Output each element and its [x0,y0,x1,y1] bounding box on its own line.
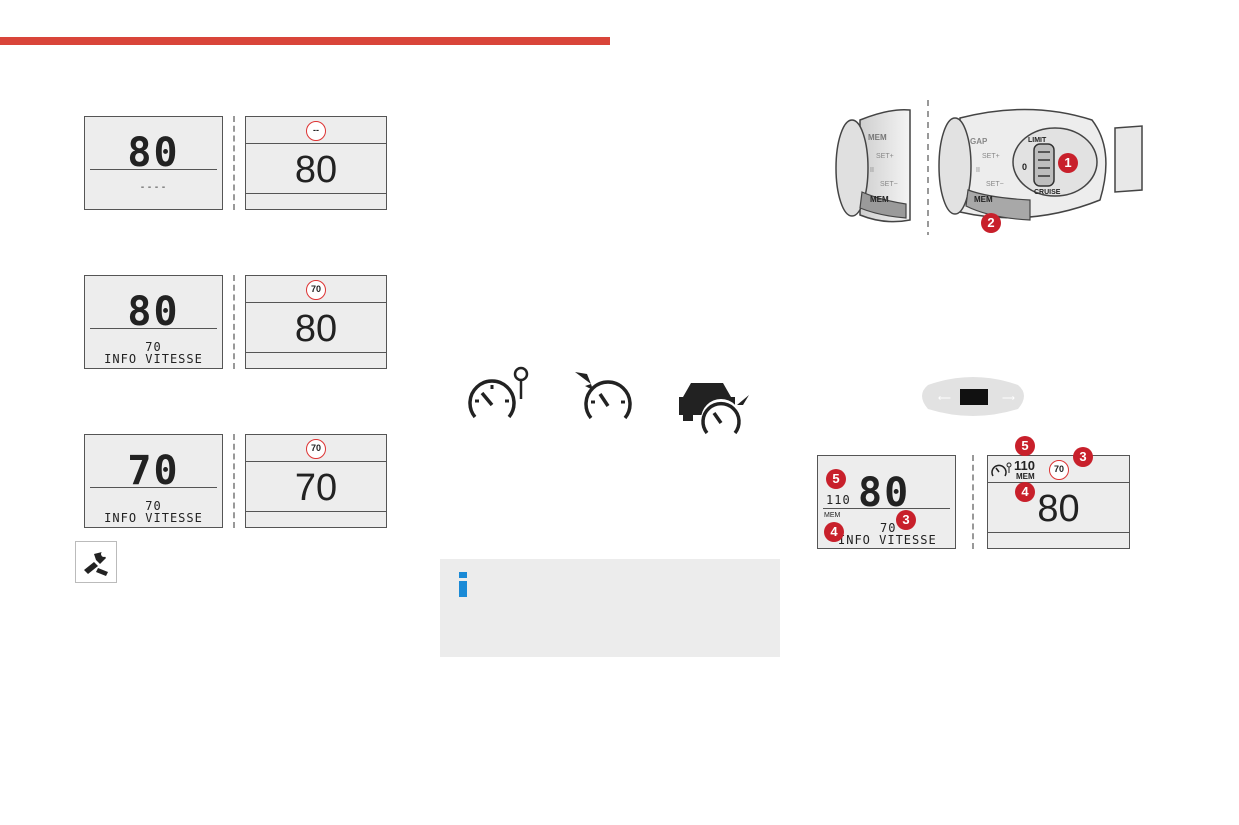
limit-label: LIMIT [1028,137,1047,144]
display-row2-right: 70 80 [245,275,387,369]
speed-sign-icon: 70 [1049,460,1069,480]
display-info-label: INFO VITESSE [838,533,937,547]
display-info-placeholder: ---- [139,182,168,193]
set-plus-label: SET+ [876,153,894,160]
display-divider [246,143,386,144]
display-speed-value: 80 [1037,488,1080,530]
stored-speed-value: 110 [1014,458,1035,473]
instrument-cluster-icon: ⟵ ⟶ [922,377,1024,416]
zero-label: 0 [1022,162,1027,172]
display-speed-value: 80 [294,308,338,350]
display-speed-value: 80 [858,470,911,516]
speed-sign-icon: 70 [306,439,326,459]
mem-label-top: MEM [868,133,887,142]
display-divider [246,193,386,194]
steering-stalk-illustration: MEM SET+ II SET− MEM GAP SET+ II SET− ME… [835,100,1143,235]
display-divider [90,487,217,488]
display-divider [246,461,386,462]
cruise-label: CRUISE [1034,189,1061,196]
set-minus-label: SET− [880,181,898,188]
maintenance-tool-box [75,541,117,583]
speed-limiter-icon [991,462,1012,477]
display-divider [90,328,217,329]
display-speed-value: 80 [127,130,180,176]
cluster-display-right: 110 MEM 70 80 [987,455,1130,549]
display-row1-left: 80 ---- [84,116,223,210]
mem-label: MEM [1016,472,1035,481]
mem-label-bottom: MEM [974,195,993,204]
display-info-value: 70 [145,340,162,354]
display-info-value: 70 [145,499,162,513]
callout-badge-2: 2 [981,213,1001,233]
display-row3-right: 70 70 [245,434,387,528]
svg-text:⟵: ⟵ [938,393,951,403]
comparison-divider [233,434,235,528]
callout-badge-5: 5 [826,469,846,489]
display-info-value: 70 [880,521,897,535]
display-divider [988,532,1129,533]
mem-label-bottom: MEM [870,195,889,204]
mem-symbols: MEM [824,512,841,519]
pause-label: II [976,167,980,174]
callout-badge-5: 5 [1015,436,1035,456]
comparison-divider [233,275,235,369]
display-row3-left: 70 70 INFO VITESSE [84,434,223,528]
display-info-label: INFO VITESSE [104,352,203,366]
comparison-divider [233,116,235,210]
display-divider [246,352,386,353]
display-divider [90,169,217,170]
speed-sign-icon: -- [306,121,326,141]
display-divider [246,302,386,303]
callout-badge-3: 3 [1073,447,1093,467]
svg-text:⟶: ⟶ [1002,393,1015,403]
callout-badge-3: 3 [896,510,916,530]
callout-badge-4: 4 [824,522,844,542]
display-speed-value: 70 [294,467,338,509]
callout-badge-4: 4 [1015,482,1035,502]
comparison-divider [972,455,974,549]
cruise-control-icon [575,372,632,420]
stored-speed-value: 110 [826,493,851,507]
display-divider [246,511,386,512]
display-row1-right: -- 80 [245,116,387,210]
adaptive-cruise-control-icon [679,383,749,439]
pause-label: II [870,167,874,174]
display-speed-value: 70 [127,448,180,494]
gap-label: GAP [970,137,988,146]
set-plus-label: SET+ [982,153,1000,160]
info-note-box [440,559,780,657]
display-speed-value: 80 [294,149,338,191]
set-minus-label: SET− [986,181,1004,188]
spanner-hand-icon [84,551,108,576]
display-divider [823,508,950,509]
callout-badge-1: 1 [1058,153,1078,173]
speed-limiter-icon [468,366,529,419]
display-row2-left: 80 70 INFO VITESSE [84,275,223,369]
display-speed-value: 80 [127,289,180,335]
header-accent-bar [0,37,610,45]
display-divider [988,482,1129,483]
display-info-label: INFO VITESSE [104,511,203,525]
speed-sign-icon: 70 [306,280,326,300]
